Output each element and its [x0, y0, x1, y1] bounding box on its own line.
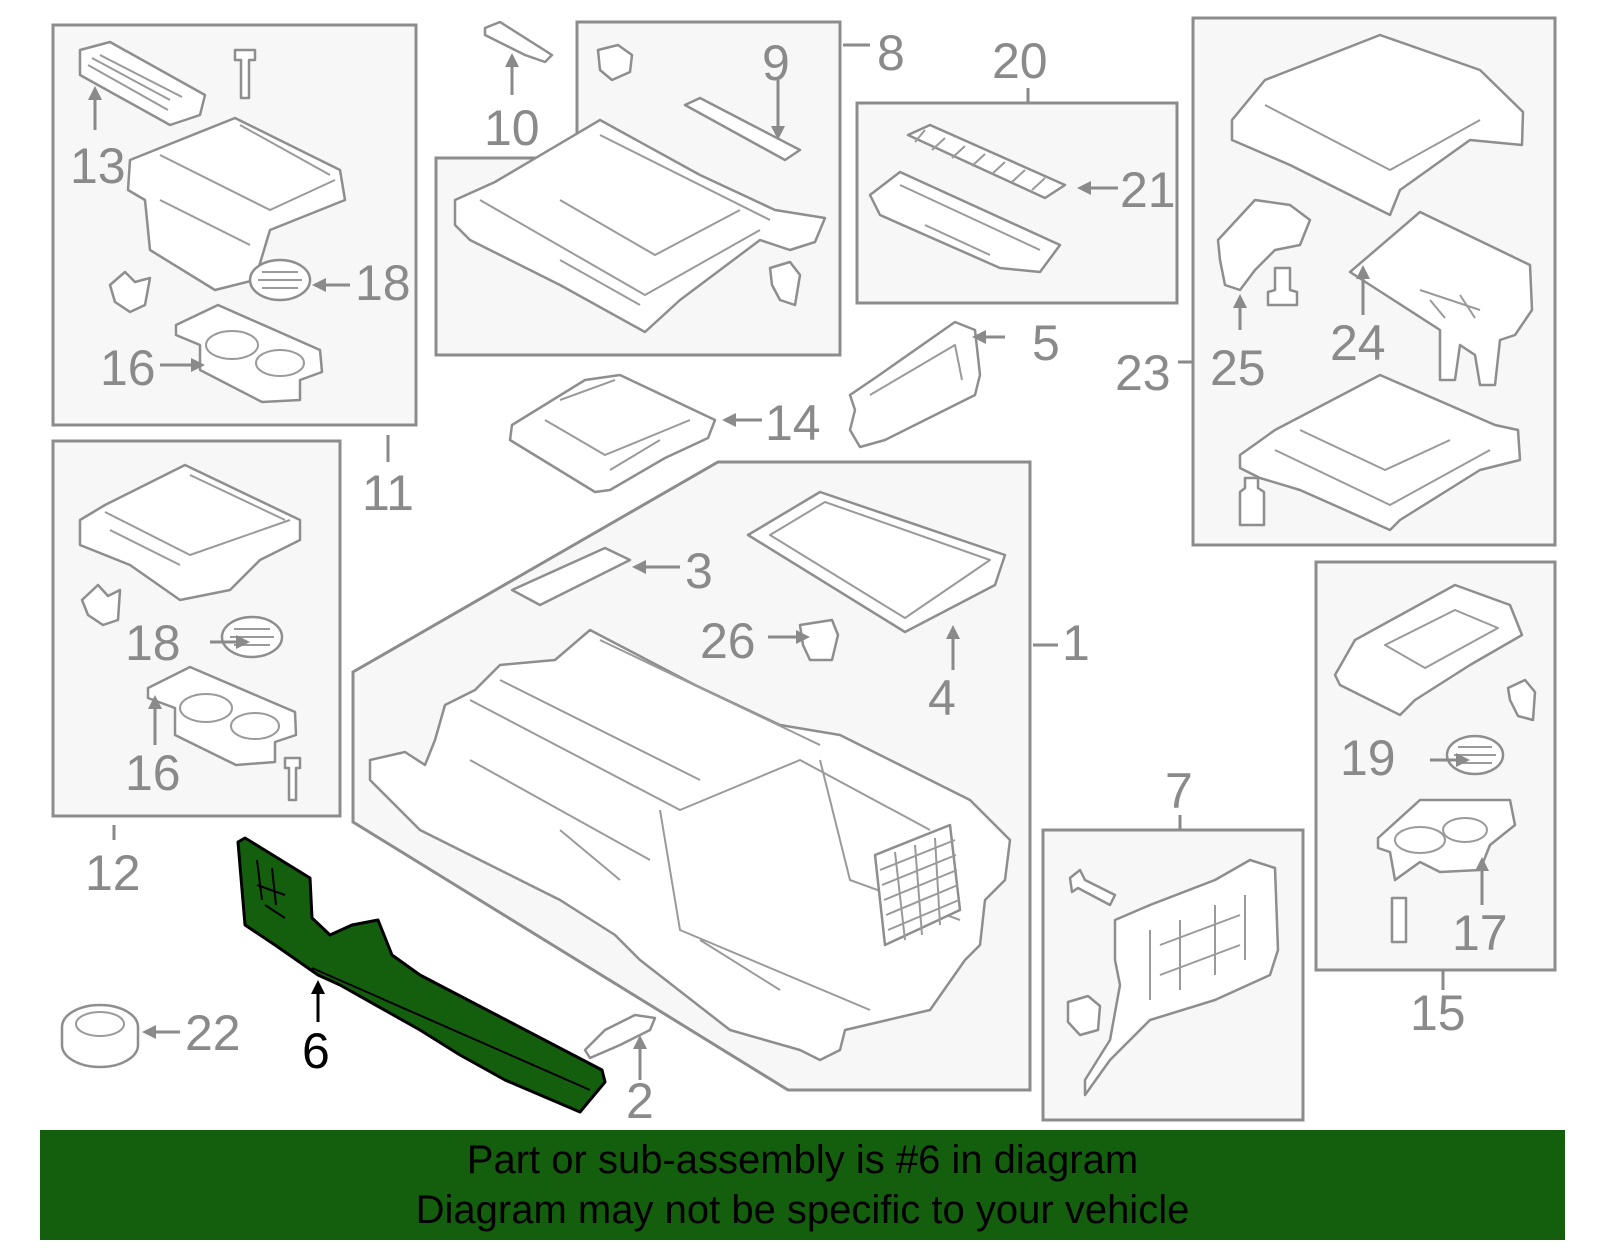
callout-24: 24 — [1330, 315, 1386, 371]
callout-17: 17 — [1452, 905, 1508, 961]
group-12 — [51, 439, 342, 818]
part-13-body[interactable] — [126, 116, 347, 292]
callout-21: 21 — [1120, 162, 1176, 218]
callout-1: 1 — [1062, 615, 1090, 671]
callout-12: 12 — [85, 845, 141, 901]
part-6-highlighted[interactable] — [236, 836, 607, 1114]
pin[interactable] — [1238, 476, 1266, 527]
part-26-clip[interactable] — [798, 618, 840, 662]
part-21-mat[interactable] — [906, 123, 1067, 200]
callout-10: 10 — [484, 100, 540, 156]
clip[interactable] — [1066, 994, 1102, 1037]
callout-5: 5 — [1032, 315, 1060, 371]
group-23 — [1191, 16, 1557, 547]
group-8 — [434, 20, 842, 357]
callout-14: 14 — [765, 395, 821, 451]
callout-9: 9 — [762, 35, 790, 91]
group-11 — [51, 23, 418, 427]
clip[interactable] — [1506, 678, 1537, 722]
callout-8: 8 — [877, 25, 905, 81]
callout-20: 20 — [992, 33, 1048, 89]
part-23-lid[interactable] — [1230, 33, 1525, 217]
group-15 — [1314, 560, 1557, 972]
callout-18a: 18 — [355, 255, 411, 311]
part-2[interactable] — [583, 1013, 657, 1060]
clip[interactable] — [80, 583, 122, 627]
part-5[interactable] — [848, 320, 982, 449]
part-16-cupholder[interactable] — [146, 665, 298, 767]
callout-4: 4 — [928, 670, 956, 726]
callout-19: 19 — [1340, 730, 1396, 786]
callouts: 13 18 16 11 10 9 8 20 21 5 14 23 25 24 3… — [70, 25, 1508, 1129]
part-4-mat[interactable] — [746, 490, 1007, 634]
callout-18b: 18 — [125, 615, 181, 671]
callout-7: 7 — [1165, 763, 1193, 819]
clip[interactable] — [596, 43, 634, 82]
part-16-cupholder[interactable] — [174, 303, 324, 404]
part-23-base[interactable] — [1238, 373, 1522, 532]
part-9-strip[interactable] — [683, 96, 802, 162]
callout-16b: 16 — [125, 745, 181, 801]
clip[interactable] — [768, 260, 802, 307]
part-25-bracket[interactable] — [1216, 198, 1312, 292]
part-24-hinge[interactable] — [1348, 210, 1534, 387]
arrowheads — [88, 53, 1489, 1049]
part-3-cover[interactable] — [510, 546, 632, 607]
part-13-tray[interactable] — [78, 40, 207, 127]
part-8-bezel[interactable] — [453, 118, 827, 334]
info-banner: Part or sub-assembly is #6 in diagram Di… — [40, 1130, 1565, 1240]
callout-22: 22 — [185, 1005, 241, 1061]
banner-line-2: Diagram may not be specific to your vehi… — [415, 1188, 1190, 1232]
part-20-tray[interactable] — [868, 170, 1062, 274]
banner-line-1: Part or sub-assembly is #6 in diagram — [466, 1138, 1139, 1182]
part-14[interactable] — [508, 373, 717, 494]
callout-13: 13 — [70, 138, 126, 194]
callout-6: 6 — [302, 1023, 330, 1079]
callout-15: 15 — [1410, 985, 1466, 1041]
callout-23: 23 — [1115, 345, 1171, 401]
callout-2: 2 — [626, 1073, 654, 1129]
part-12-tray[interactable] — [78, 463, 302, 602]
callout-16a: 16 — [100, 340, 156, 396]
pin[interactable] — [283, 756, 302, 802]
part-10-bracket[interactable] — [483, 20, 554, 64]
callout-11: 11 — [362, 465, 414, 521]
pin[interactable] — [233, 48, 257, 100]
callout-3: 3 — [685, 543, 713, 599]
callout-26: 26 — [700, 613, 756, 669]
clip[interactable] — [108, 270, 152, 314]
part-22[interactable] — [60, 1003, 140, 1069]
group-20 — [855, 101, 1179, 305]
group-1 — [351, 460, 1032, 1092]
pin[interactable] — [1068, 868, 1117, 907]
group-7 — [1041, 828, 1305, 1122]
bolt[interactable] — [1266, 266, 1299, 307]
pin[interactable] — [1390, 896, 1408, 944]
part-1-console[interactable] — [368, 628, 1012, 1062]
callout-25: 25 — [1210, 340, 1266, 396]
